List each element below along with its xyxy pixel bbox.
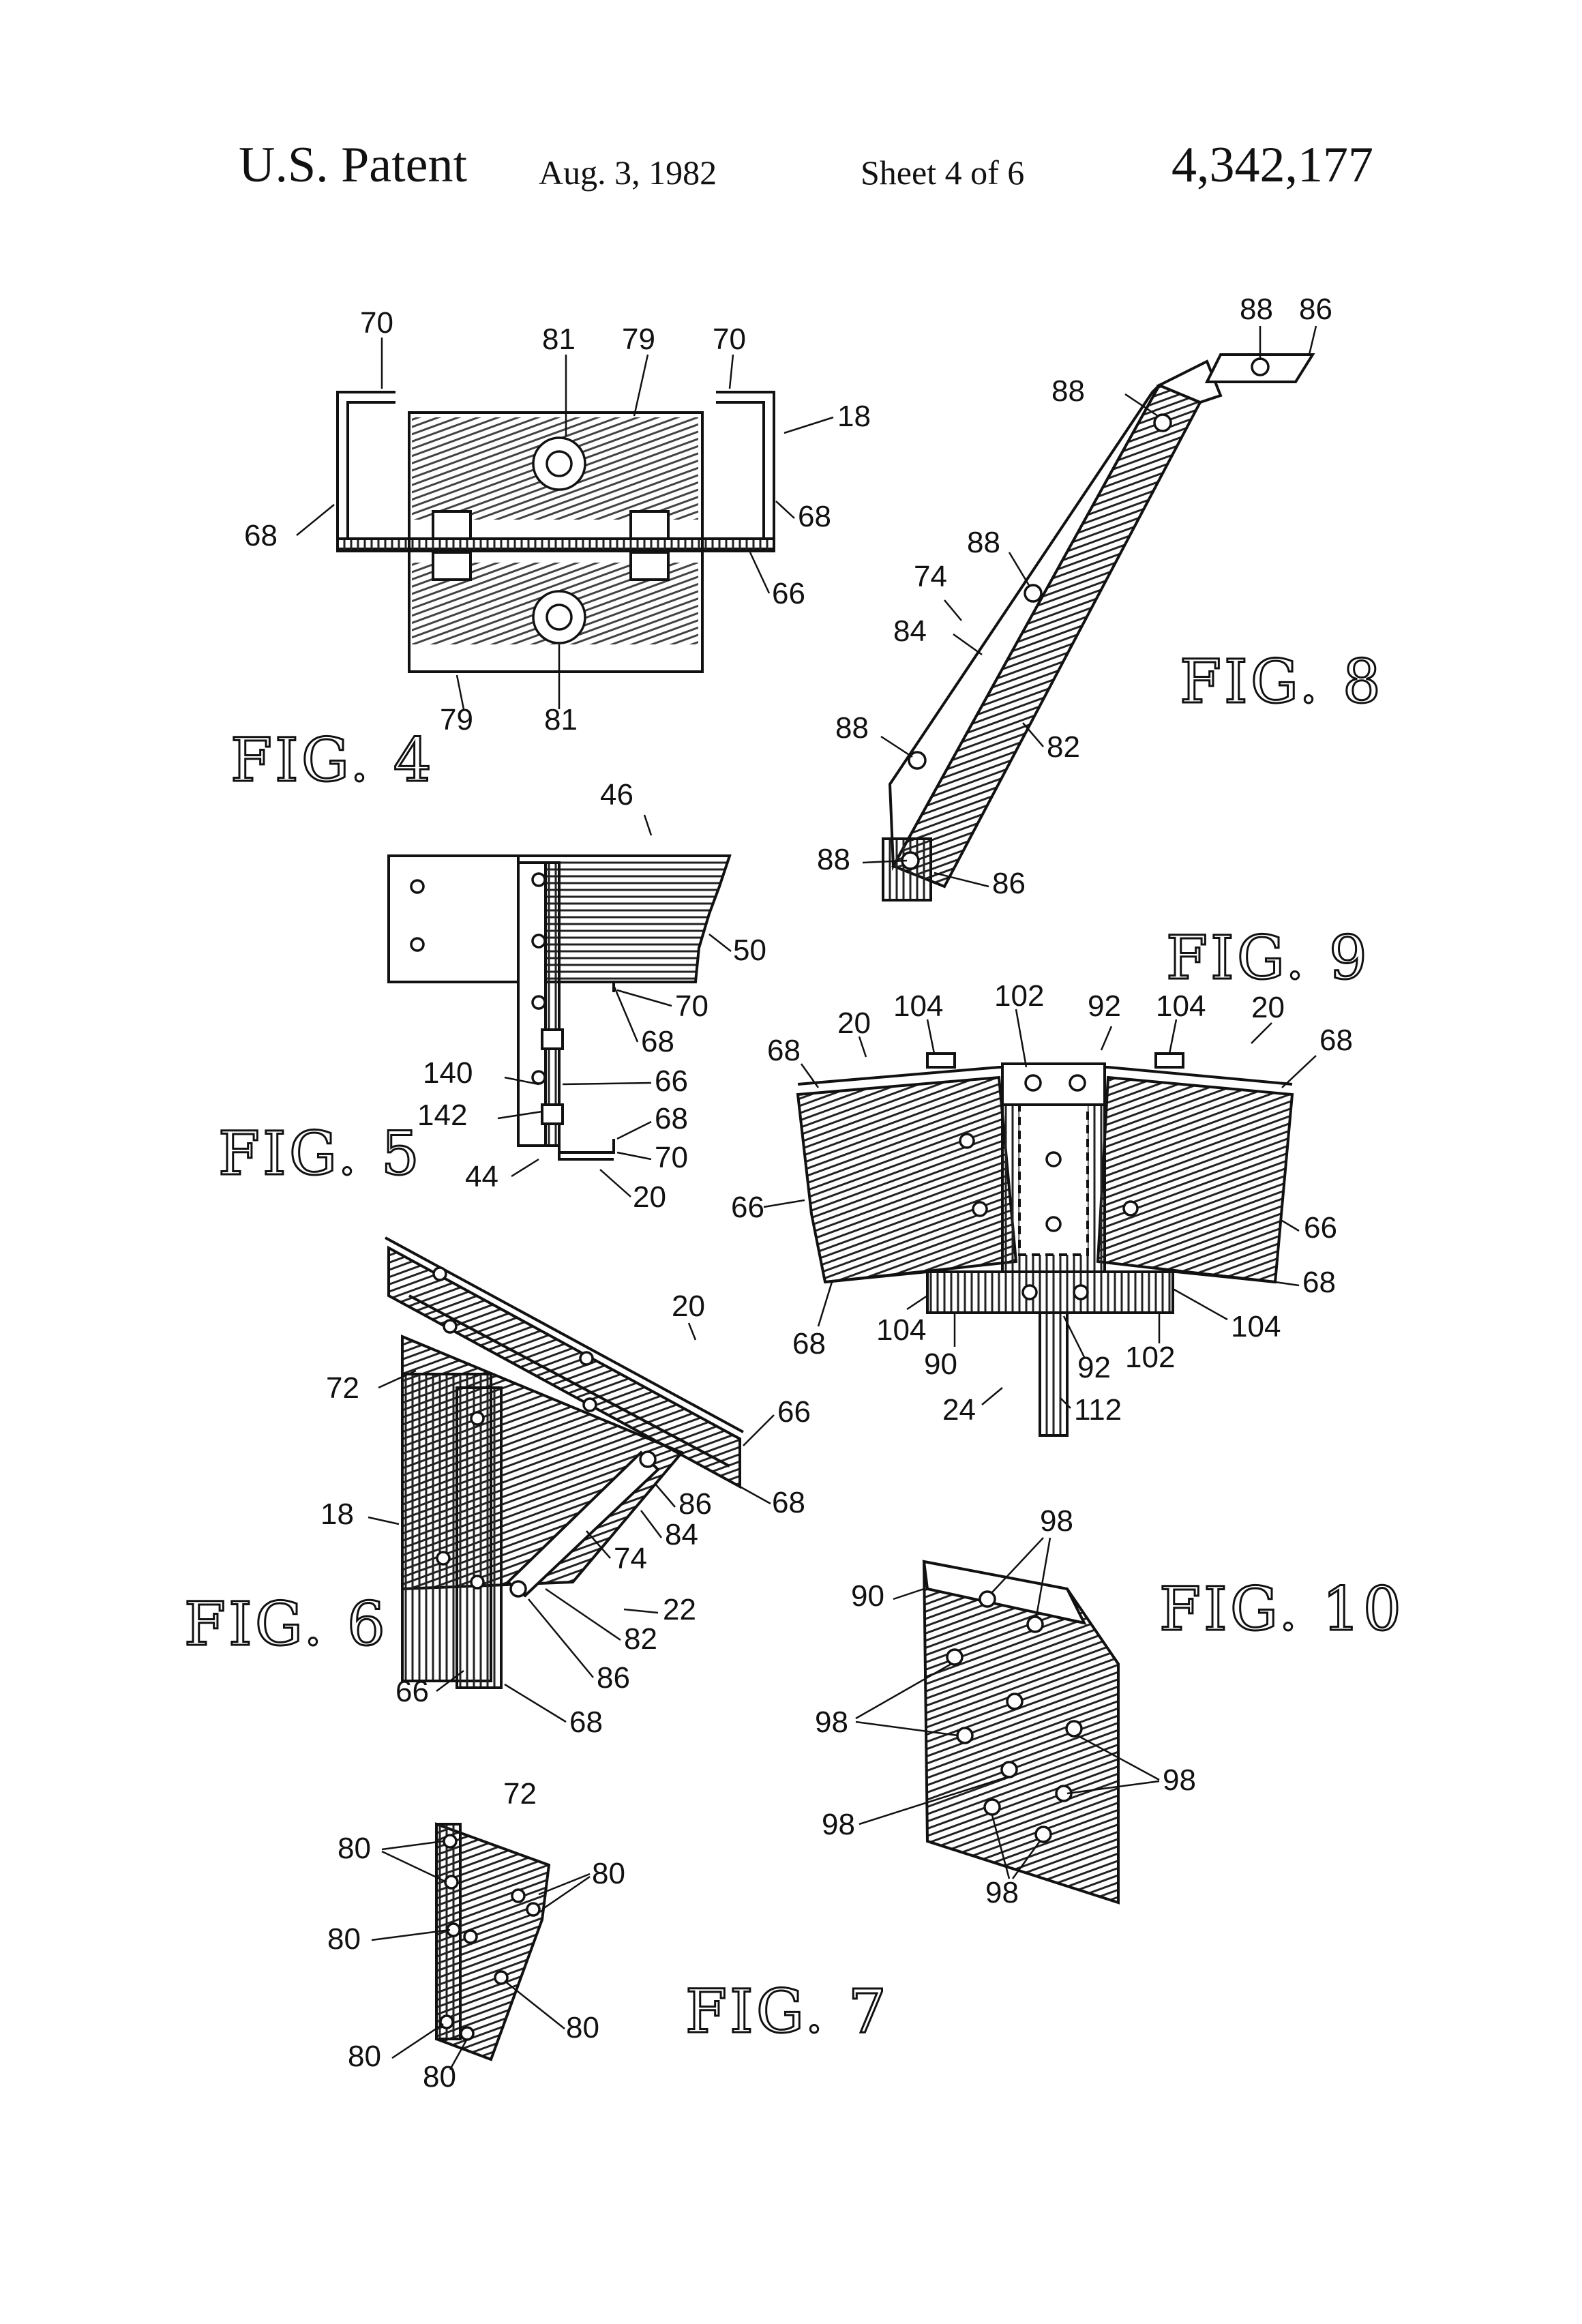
fig10-title: FIG. 10 [1159,1574,1404,1644]
fig8-ref-88-upper: 88 [1051,374,1085,408]
fig5-ref-46: 46 [600,778,633,811]
fig6-ref-68-top: 68 [772,1486,805,1519]
fig8-drawing [883,355,1313,900]
fig9-ref-68-top-left: 68 [767,1034,801,1067]
fig5-ref-70-top: 70 [675,989,708,1023]
fig6-ref-86-bottom: 86 [597,1661,630,1695]
fig10-ref-90: 90 [851,1579,884,1613]
figure-6: 20 72 66 86 68 18 84 74 22 82 86 66 68 F… [184,1238,811,1739]
fig7-drawing [436,1824,549,2059]
fig5-ref-70-bottom: 70 [655,1141,688,1174]
fig4-ref-81-top: 81 [542,323,576,356]
fig9-ref-92-top: 92 [1088,989,1121,1023]
fig6-title: FIG. 6 [184,1589,388,1659]
fig6-ref-84: 84 [665,1518,698,1551]
fig6-ref-68-bottom: 68 [569,1705,603,1739]
figure-8: 88 86 88 88 74 84 88 82 88 86 FIG. 8 [817,293,1384,900]
fig7-title: FIG. 7 [685,1976,889,2046]
fig9-title: FIG. 9 [1166,923,1370,993]
fig5-ref-66: 66 [655,1064,688,1098]
fig5-ref-44: 44 [465,1160,498,1193]
fig9-ref-20-left: 20 [837,1007,871,1040]
fig9-ref-104-top-right: 104 [1156,989,1206,1023]
fig4-ref-81-bottom: 81 [544,703,578,736]
fig8-ref-74: 74 [914,560,947,593]
fig7-ref-72: 72 [503,1777,537,1811]
fig9-ref-102-top: 102 [994,979,1044,1013]
fig9-ref-90: 90 [924,1347,957,1381]
fig9-ref-20-right: 20 [1251,991,1285,1024]
fig7-ref-80-bottom: 80 [423,2060,456,2094]
fig6-ref-20: 20 [672,1290,705,1323]
fig8-ref-88-middle: 88 [967,526,1000,559]
fig5-ref-142: 142 [417,1099,467,1132]
fig9-ref-104-bottom-left: 104 [876,1313,926,1347]
fig9-ref-68-top-right: 68 [1319,1024,1353,1057]
fig9-ref-24: 24 [942,1393,976,1427]
fig4-ref-68-right: 68 [798,500,831,533]
fig10-drawing [924,1562,1118,1903]
fig6-ref-74: 74 [614,1542,647,1575]
fig9-ref-112: 112 [1074,1393,1122,1427]
fig8-ref-88-lower: 88 [835,711,869,745]
fig4-ref-70-right: 70 [713,323,746,356]
fig9-drawing [798,1054,1292,1435]
fig5-ref-50: 50 [733,934,766,967]
fig4-ref-18: 18 [837,400,871,433]
fig4-ref-79-bottom: 79 [440,703,473,736]
fig10-ref-98-left: 98 [815,1705,848,1739]
fig6-ref-82: 82 [624,1622,657,1656]
fig5-ref-68-bottom: 68 [655,1102,688,1135]
fig7-ref-80-top-right: 80 [592,1857,625,1890]
fig5-ref-140: 140 [423,1056,473,1090]
fig6-ref-22: 22 [663,1593,696,1626]
fig6-ref-18: 18 [320,1498,354,1531]
fig9-ref-92-bottom: 92 [1077,1351,1111,1384]
fig9-ref-68-bottom-left: 68 [792,1327,826,1360]
fig8-ref-86-top: 86 [1299,293,1332,326]
fig6-ref-66-top: 66 [777,1395,811,1429]
fig9-ref-104-top-left: 104 [893,989,943,1023]
fig4-ref-68-left: 68 [244,519,278,552]
fig7-ref-80-bottom-left: 80 [348,2040,381,2073]
fig7-ref-80-middle-left: 80 [327,1922,361,1956]
fig8-ref-86-bottom: 86 [992,867,1026,900]
fig9-ref-66-left: 66 [731,1191,764,1224]
fig10-ref-98-lower-left: 98 [822,1808,855,1841]
figure-7: 72 80 80 80 80 80 80 FIG. 7 [327,1777,889,2094]
fig10-ref-98-right: 98 [1163,1763,1196,1797]
fig5-title: FIG. 5 [218,1118,422,1189]
fig9-ref-66-right: 66 [1304,1211,1337,1245]
fig8-title: FIG. 8 [1180,646,1384,717]
fig4-ref-79-top: 79 [622,323,655,356]
fig9-ref-68-bottom-right: 68 [1302,1266,1336,1299]
fig7-ref-80-top-left: 80 [338,1832,371,1865]
fig9-ref-102-bottom: 102 [1125,1341,1175,1374]
fig8-ref-88-top: 88 [1240,293,1273,326]
fig5-ref-68-top: 68 [641,1025,674,1058]
fig7-ref-80-bottom-right: 80 [566,2011,599,2044]
fig4-ref-70-left: 70 [360,306,393,340]
fig10-ref-98-top: 98 [1040,1504,1073,1538]
fig8-ref-84: 84 [893,614,927,648]
fig5-ref-20: 20 [633,1180,666,1214]
fig6-ref-66-bottom: 66 [395,1675,429,1708]
fig10-ref-98-bottom: 98 [985,1876,1019,1909]
fig4-drawing [338,392,774,672]
fig6-ref-72: 72 [326,1371,359,1405]
figure-4: 70 81 79 70 18 68 68 66 79 81 FIG. 4 [230,306,871,795]
fig9-ref-104-bottom-right: 104 [1231,1310,1281,1343]
figure-9: 104 102 92 104 20 20 68 68 66 66 68 68 1… [731,923,1370,1435]
fig4-ref-66: 66 [772,577,805,610]
figure-5: 46 50 70 68 140 66 142 68 70 44 20 FIG. … [218,778,766,1214]
fig4-title: FIG. 4 [230,725,434,795]
fig8-ref-88-bottom: 88 [817,843,850,876]
figure-10: 98 90 98 98 98 98 FIG. 10 [815,1504,1404,1909]
fig6-ref-86-top: 86 [678,1487,712,1521]
fig8-ref-82: 82 [1047,730,1080,764]
